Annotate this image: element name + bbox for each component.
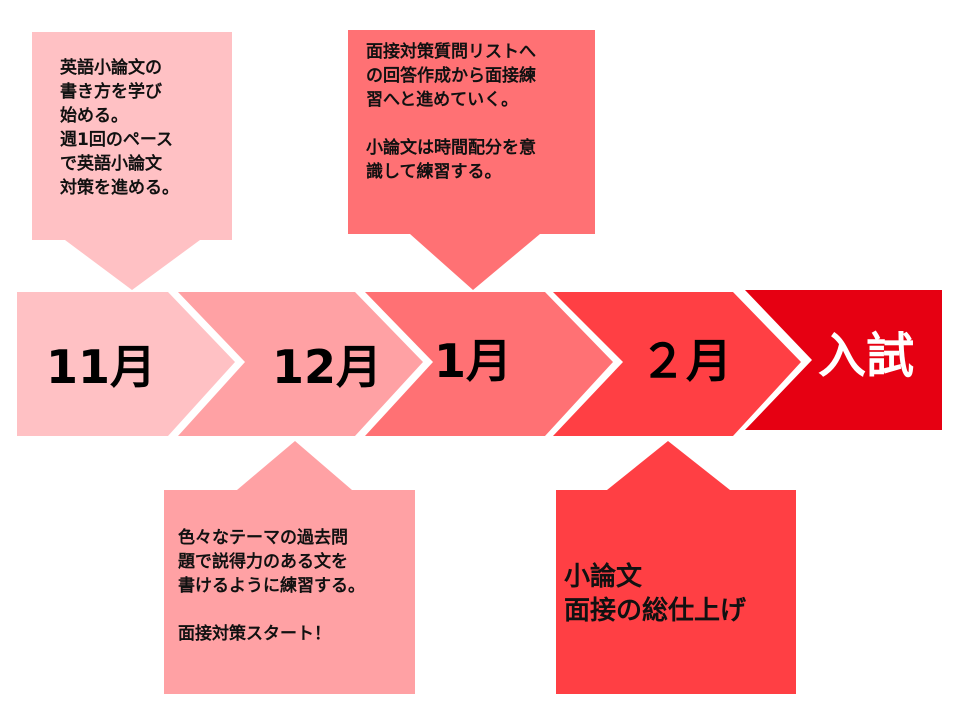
callout-text-jan: 面接対策質問リストへ の回答作成から面接練 習へと進めていく。 小論文は時間配分… <box>366 42 536 182</box>
jan-callout-shape <box>348 30 595 290</box>
dec-stage-shape <box>178 292 423 436</box>
stage-label-exam: 入試 <box>818 328 915 384</box>
stage-label-nov: 11月 <box>46 340 157 394</box>
stage-label-jan: 1月 <box>434 334 513 388</box>
exam-stage-shape <box>745 290 942 430</box>
stage-label-feb: ２月 <box>640 334 732 388</box>
jan-stage-shape <box>365 292 613 436</box>
feb-stage-shape <box>553 292 801 436</box>
dec-callout-shape <box>164 441 415 694</box>
callout-text-dec: 色々なテーマの過去問 題で説得力のある文を 書けるように練習する。 面接対策スタ… <box>178 528 365 644</box>
stage-label-dec: 12月 <box>272 340 383 394</box>
nov-callout-shape <box>32 32 232 290</box>
callout-text-feb: 小論文 面接の総仕上げ <box>564 562 747 626</box>
nov-stage-shape <box>17 292 235 436</box>
callout-text-nov: 英語小論文の 書き方を学び 始める。 週1回のペース で英語小論文 対策を進める… <box>60 58 179 198</box>
feb-callout-shape <box>556 441 796 694</box>
